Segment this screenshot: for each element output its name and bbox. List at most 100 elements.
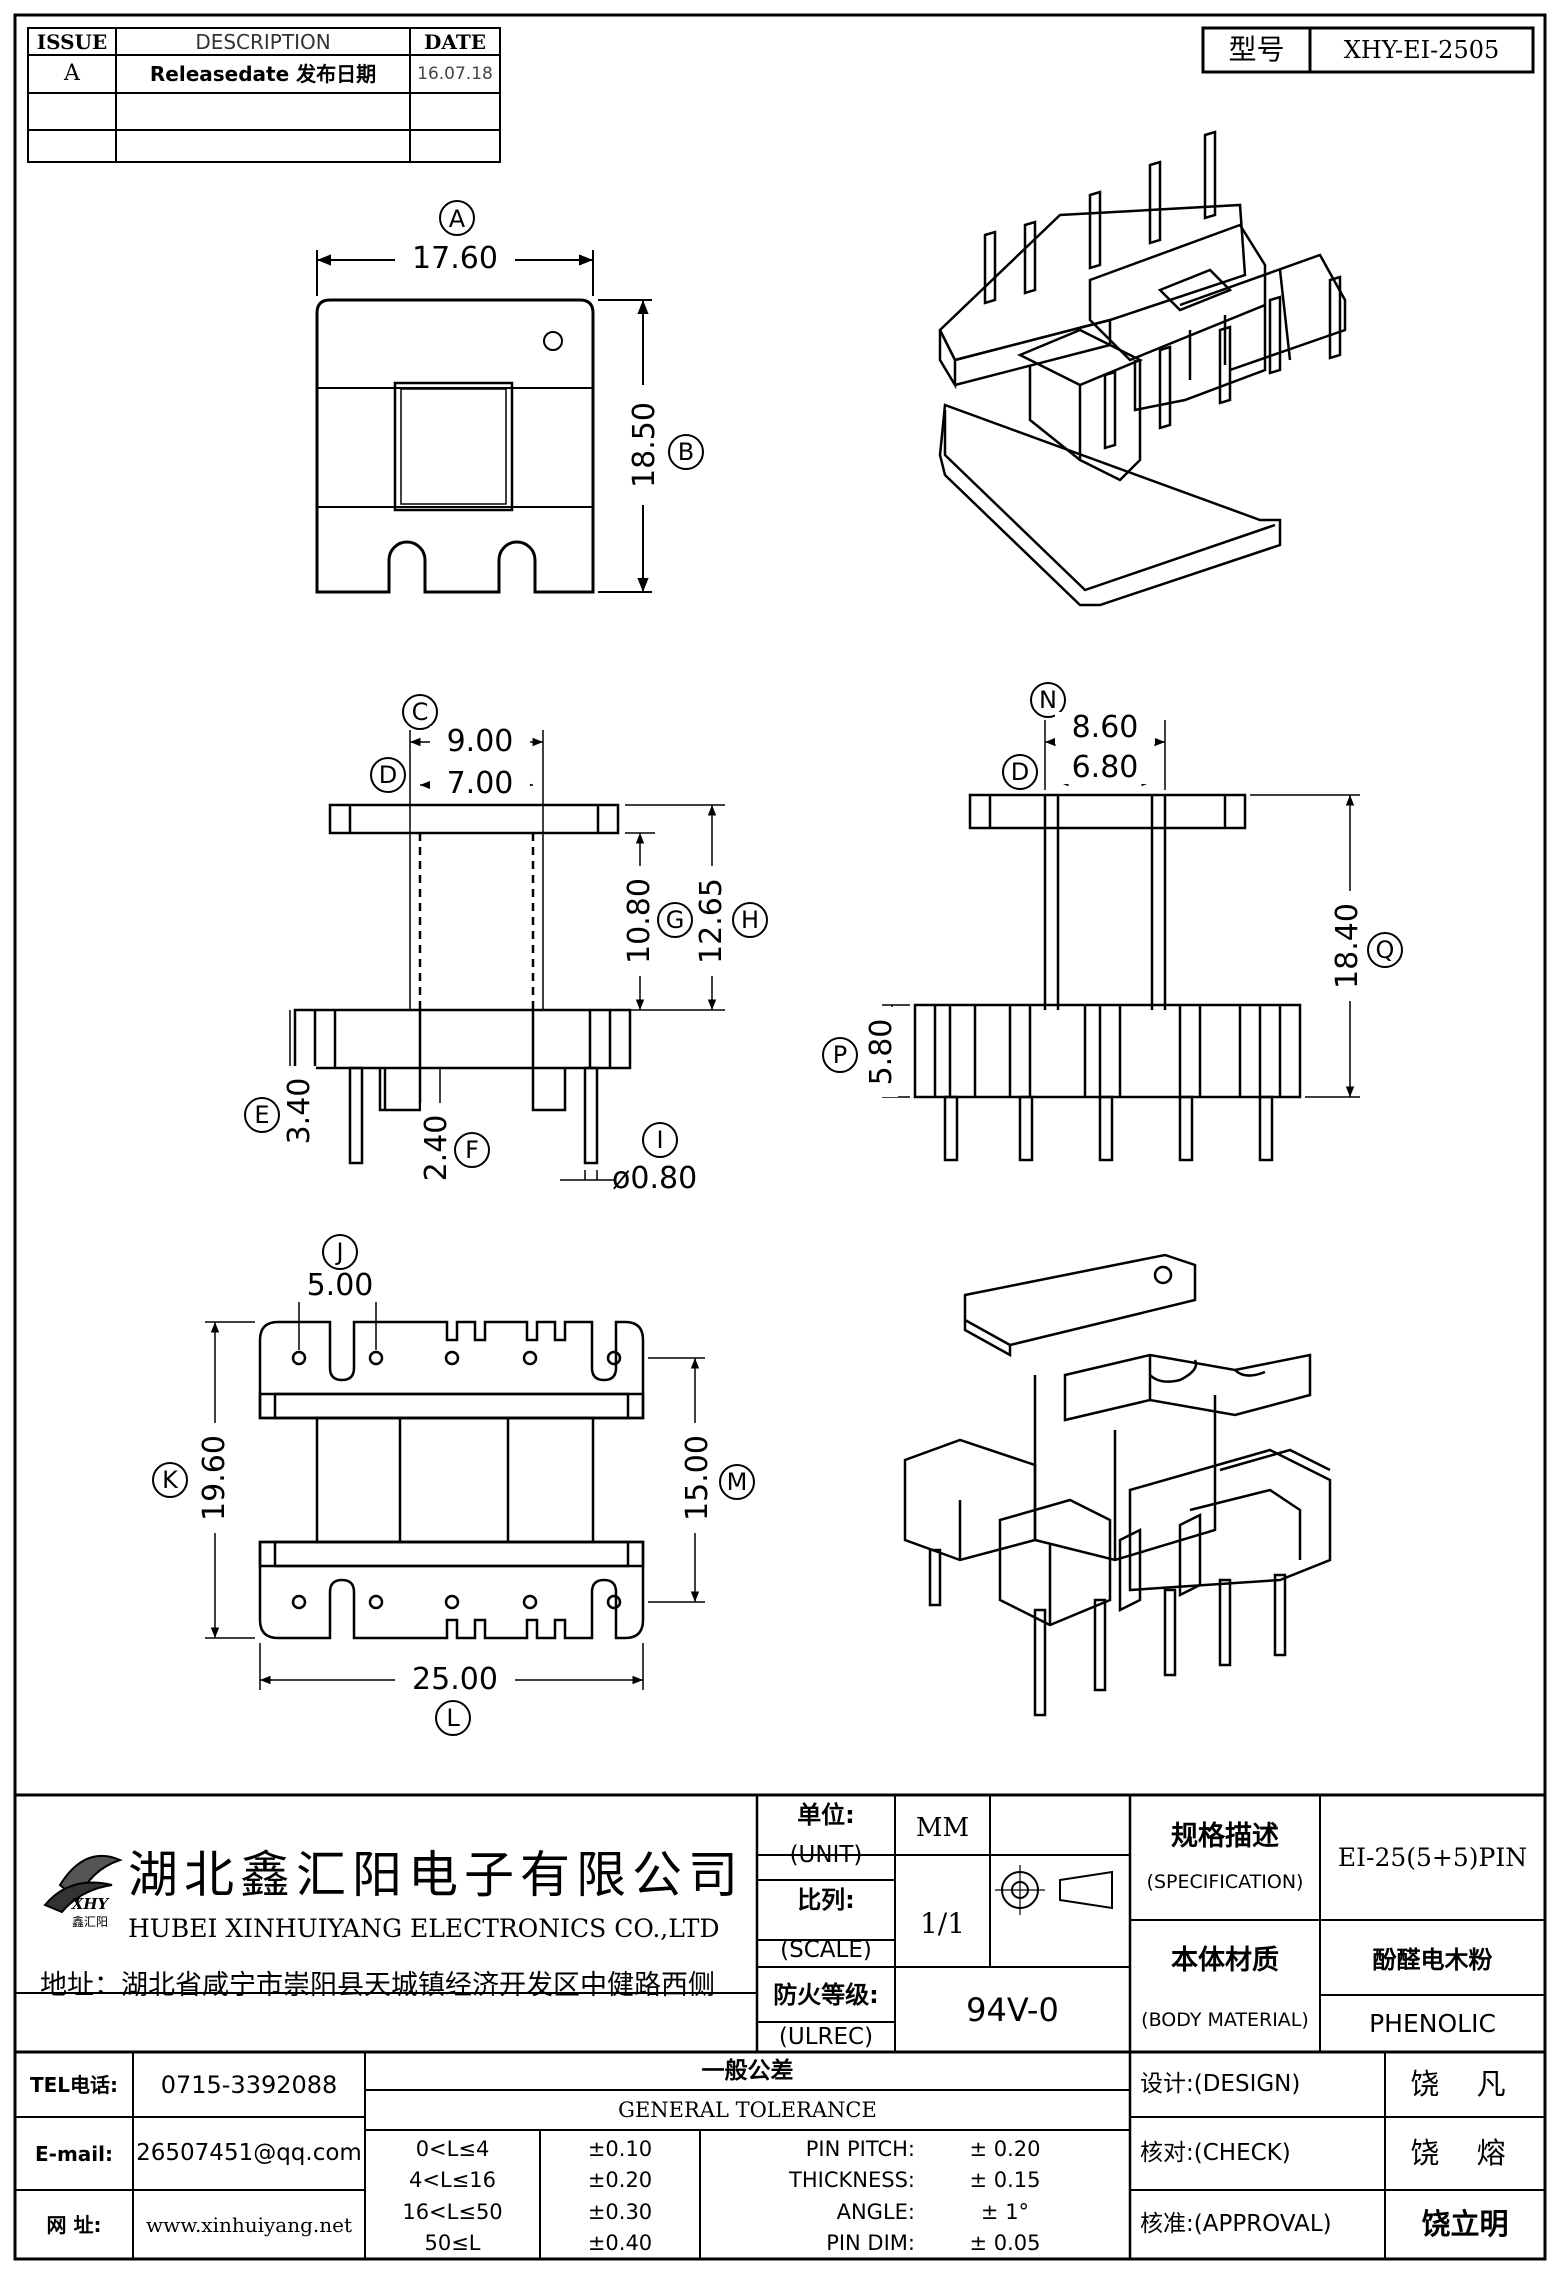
tel-value: 0715-3392088: [160, 2070, 338, 2099]
dim-d-value: 7.00: [430, 768, 530, 800]
logo-text: XHY: [71, 1894, 109, 1913]
unit-label-en: (UNIT): [789, 1841, 863, 1868]
approval-name: 饶立明: [1421, 2207, 1509, 2241]
bottom-view: [152, 1234, 755, 1736]
balloon-g: G: [665, 906, 685, 934]
tolerance-item-thickness-value: ± 0.15: [969, 2167, 1041, 2192]
rev-header-date: DATE: [424, 29, 486, 54]
material-value-en: PHENOLIC: [1369, 2008, 1496, 2038]
dim-f-value: 2.40: [419, 1103, 454, 1193]
spec-value: EI-25(5+5)PIN: [1337, 1843, 1528, 1872]
balloon-p: P: [832, 1041, 848, 1069]
scale-label-cn: 比列:: [797, 1886, 855, 1914]
dim-o-value: 6.80: [1058, 752, 1152, 784]
email-value[interactable]: 26507451@qq.com: [136, 2140, 362, 2166]
dim-i-value: ø0.80: [612, 1161, 698, 1196]
company-name-cn: 湖北鑫汇阳电子有限公司: [128, 1846, 744, 1904]
ulrec-label-cn: 防火等级:: [773, 1981, 879, 2009]
sheet-border: [13, 13, 1547, 2261]
balloon-a: A: [448, 205, 466, 233]
spec-label-en: (SPECIFICATION): [1146, 1870, 1304, 1893]
title-block-grid: [15, 1793, 1545, 2259]
model-label: 型号: [1228, 33, 1285, 66]
check-name: 饶 熔: [1410, 2136, 1520, 2170]
balloon-k: K: [162, 1466, 178, 1494]
design-label: 设计:(DESIGN): [1140, 2071, 1301, 2097]
balloon-m: M: [726, 1468, 748, 1496]
tolerance-item-angle-value: ± 1°: [980, 2199, 1030, 2224]
dim-j-value: 5.00: [290, 1270, 390, 1302]
dim-b-value: 18.50: [627, 385, 662, 505]
design-name: 饶 凡: [1410, 2067, 1520, 2101]
rev-row-date: 16.07.18: [417, 63, 493, 84]
tel-label: TEL电话:: [29, 2072, 119, 2097]
ulrec-label-en: (ULREC): [778, 2023, 874, 2050]
material-value-cn: 酚醛电木粉: [1372, 1946, 1493, 1974]
dim-a-value: 17.60: [395, 243, 515, 275]
ulrec-value: 94V-0: [966, 1990, 1059, 2029]
balloon-c: C: [411, 698, 429, 726]
balloon-d: D: [378, 761, 398, 789]
company-address: 地址：湖北省咸宁市崇阳县天城镇经济开发区中健路西侧: [40, 1969, 715, 2001]
model-number: XHY-EI-2505: [1343, 36, 1500, 64]
email-label: E-mail:: [34, 2141, 113, 2166]
tolerance-item-pin-pitch-value: ± 0.20: [969, 2136, 1041, 2161]
tolerance-title-en: GENERAL TOLERANCE: [618, 2097, 877, 2122]
balloon-l: L: [446, 1704, 460, 1732]
iso-view-lower: [903, 1253, 1332, 1717]
unit-value: MM: [915, 1812, 970, 1843]
top-view: [315, 200, 704, 594]
dim-n-value: 8.60: [1055, 712, 1155, 744]
rev-header-description: DESCRIPTION: [195, 29, 331, 54]
side-view: [822, 682, 1403, 1162]
tolerance-value-4: ±0.40: [587, 2230, 653, 2255]
balloon-f: F: [465, 1136, 479, 1164]
balloon-n: N: [1039, 686, 1057, 714]
web-label: 网 址:: [46, 2212, 102, 2237]
dim-p-value: 5.80: [864, 1007, 899, 1097]
balloon-j: J: [336, 1238, 344, 1266]
company-logo: [43, 1855, 123, 1914]
scale-value: 1/1: [919, 1906, 966, 1940]
tolerance-item-thickness: THICKNESS:: [789, 2167, 915, 2192]
rev-row-issue: A: [64, 61, 80, 86]
balloon-e: E: [254, 1101, 270, 1129]
dim-e-value: 3.40: [282, 1066, 317, 1156]
tolerance-item-angle: ANGLE:: [836, 2199, 915, 2224]
dim-m-value: 15.00: [680, 1423, 715, 1533]
company-name-en: HUBEI XINHUIYANG ELECTRONICS CO.,LTD: [128, 1913, 720, 1943]
dim-k-value: 19.60: [197, 1423, 232, 1533]
model-box: [1201, 26, 1535, 74]
web-value[interactable]: www.xinhuiyang.net: [145, 2212, 353, 2237]
tolerance-item-pin-dim-value: ± 0.05: [969, 2230, 1041, 2255]
dim-l-value: 25.00: [395, 1664, 515, 1696]
tolerance-value-2: ±0.20: [587, 2167, 653, 2192]
iso-view-upper: [938, 130, 1347, 607]
balloon-o: D: [1010, 758, 1030, 786]
tolerance-item-pin-dim: PIN DIM:: [826, 2230, 915, 2255]
balloon-q: Q: [1375, 936, 1395, 964]
dim-g-value: 10.80: [622, 866, 657, 976]
revision-table-grid: [27, 27, 501, 163]
approval-label: 核准:(APPROVAL): [1140, 2211, 1332, 2237]
spec-label-cn: 规格描述: [1171, 1820, 1279, 1852]
material-label-cn: 本体材质: [1171, 1944, 1279, 1976]
balloon-h: H: [740, 906, 760, 934]
rev-header-issue: ISSUE: [36, 29, 108, 54]
tolerance-range-3: 16<L≤50: [402, 2199, 503, 2224]
dim-q-value: 18.40: [1330, 891, 1365, 1001]
tolerance-value-3: ±0.30: [587, 2199, 653, 2224]
balloon-b: B: [677, 438, 695, 466]
tolerance-range-1: 0<L≤4: [415, 2136, 490, 2161]
rev-row-description: Releasedate 发布日期: [149, 62, 377, 86]
tolerance-value-1: ±0.10: [587, 2136, 653, 2161]
dim-h-value: 12.65: [694, 866, 729, 976]
tolerance-range-2: 4<L≤16: [409, 2167, 496, 2192]
check-label: 核对:(CHECK): [1140, 2140, 1291, 2166]
material-label-en: (BODY MATERIAL): [1141, 2008, 1309, 2031]
tolerance-item-pin-pitch: PIN PITCH:: [805, 2136, 915, 2161]
tolerance-range-4: 50≤L: [424, 2230, 481, 2255]
unit-label-cn: 单位:: [797, 1801, 855, 1829]
